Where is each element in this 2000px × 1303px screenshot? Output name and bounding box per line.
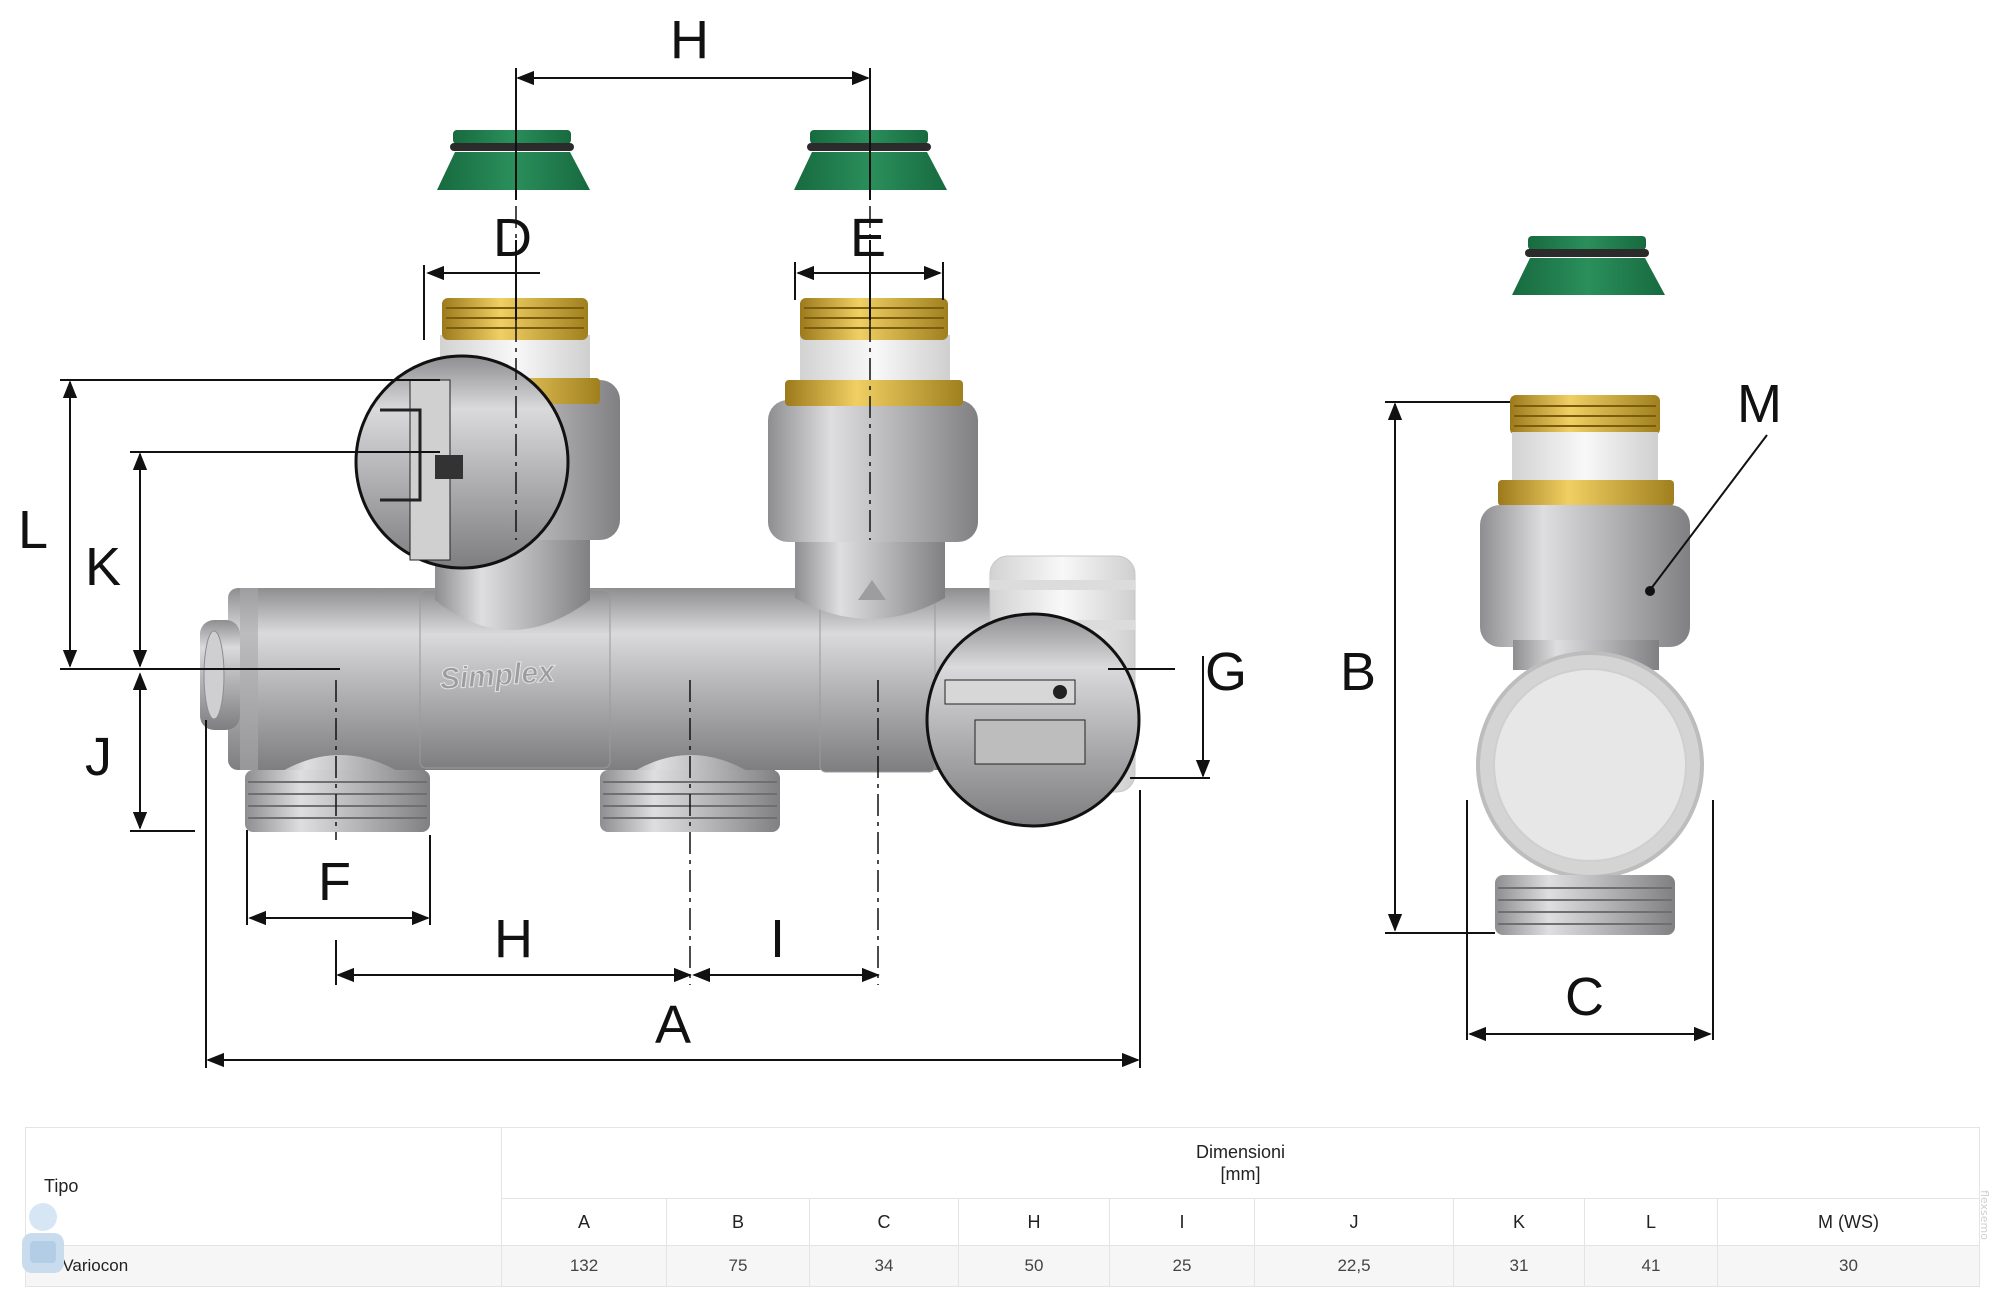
dim-label-d: D xyxy=(493,208,532,268)
dim-label-i: I xyxy=(770,909,785,969)
table-header-dimensioni-title: Dimensioni xyxy=(1195,1142,1286,1162)
green-nipple-left xyxy=(437,130,590,190)
table-cell: 132 xyxy=(501,1245,667,1287)
table-cell-tipo: VH Variocon xyxy=(25,1245,502,1287)
section-detail-circle-top xyxy=(354,354,570,570)
table-header-dimensioni-unit: [mm] xyxy=(1220,1164,1261,1184)
table-column-header-row: A B C H I J K L M (WS) xyxy=(26,1198,1980,1246)
mascot-logo-watermark xyxy=(22,1203,64,1273)
green-nipple-right xyxy=(1512,236,1665,295)
technical-drawing: Simplex xyxy=(18,10,1782,1068)
dim-label-k: K xyxy=(85,537,121,597)
dim-label-j: J xyxy=(85,727,112,787)
table-col-header: A xyxy=(501,1198,667,1246)
table-cell: 75 xyxy=(666,1245,810,1287)
table-col-header: J xyxy=(1254,1198,1454,1246)
dim-label-g: G xyxy=(1205,642,1247,702)
table-header-dimensioni: Dimensioni [mm] xyxy=(501,1127,1980,1199)
table-col-header: L xyxy=(1584,1198,1718,1246)
table-col-header: C xyxy=(809,1198,959,1246)
dim-label-m: M xyxy=(1737,374,1782,434)
dim-label-f: F xyxy=(318,852,351,912)
embossed-brand-text: Simplex xyxy=(439,655,557,696)
table-col-header: I xyxy=(1109,1198,1255,1246)
dim-label-c: C xyxy=(1565,967,1604,1027)
table-col-header: M (WS) xyxy=(1717,1198,1980,1246)
section-detail-circle-right xyxy=(925,612,1141,828)
table-cell: 50 xyxy=(958,1245,1110,1287)
table-cell: 30 xyxy=(1717,1245,1980,1287)
dimension-table-container: Tipo Dimensioni [mm] A B C H I J K L M (… xyxy=(25,1127,1980,1287)
table-col-header: H xyxy=(958,1198,1110,1246)
dim-label-b: B xyxy=(1340,642,1376,702)
watermark-text: flexsemo xyxy=(1978,1190,1991,1240)
table-cell: 34 xyxy=(809,1245,959,1287)
table-group-header-row: Tipo Dimensioni [mm] xyxy=(25,1127,1980,1246)
table-cell: 31 xyxy=(1453,1245,1585,1287)
centerlines xyxy=(180,130,879,985)
dim-label-h-top: H xyxy=(670,10,709,70)
dimension-table: Tipo Dimensioni [mm] A B C H I J K L M (… xyxy=(25,1127,1980,1287)
dim-label-l: L xyxy=(18,500,48,560)
valve-body-side xyxy=(1476,395,1704,935)
table-cell: 25 xyxy=(1109,1245,1255,1287)
table-row: VH Variocon 132 75 34 50 25 22,5 31 41 3… xyxy=(25,1245,1980,1287)
dimension-lines xyxy=(60,68,1768,1068)
dim-label-a: A xyxy=(655,995,691,1055)
dim-label-e: E xyxy=(850,208,886,268)
table-header-tipo: Tipo xyxy=(25,1127,502,1246)
table-cell: 41 xyxy=(1584,1245,1718,1287)
dim-label-h-bottom: H xyxy=(494,909,533,969)
table-col-header: K xyxy=(1453,1198,1585,1246)
table-cell: 22,5 xyxy=(1254,1245,1454,1287)
table-col-header: B xyxy=(666,1198,810,1246)
